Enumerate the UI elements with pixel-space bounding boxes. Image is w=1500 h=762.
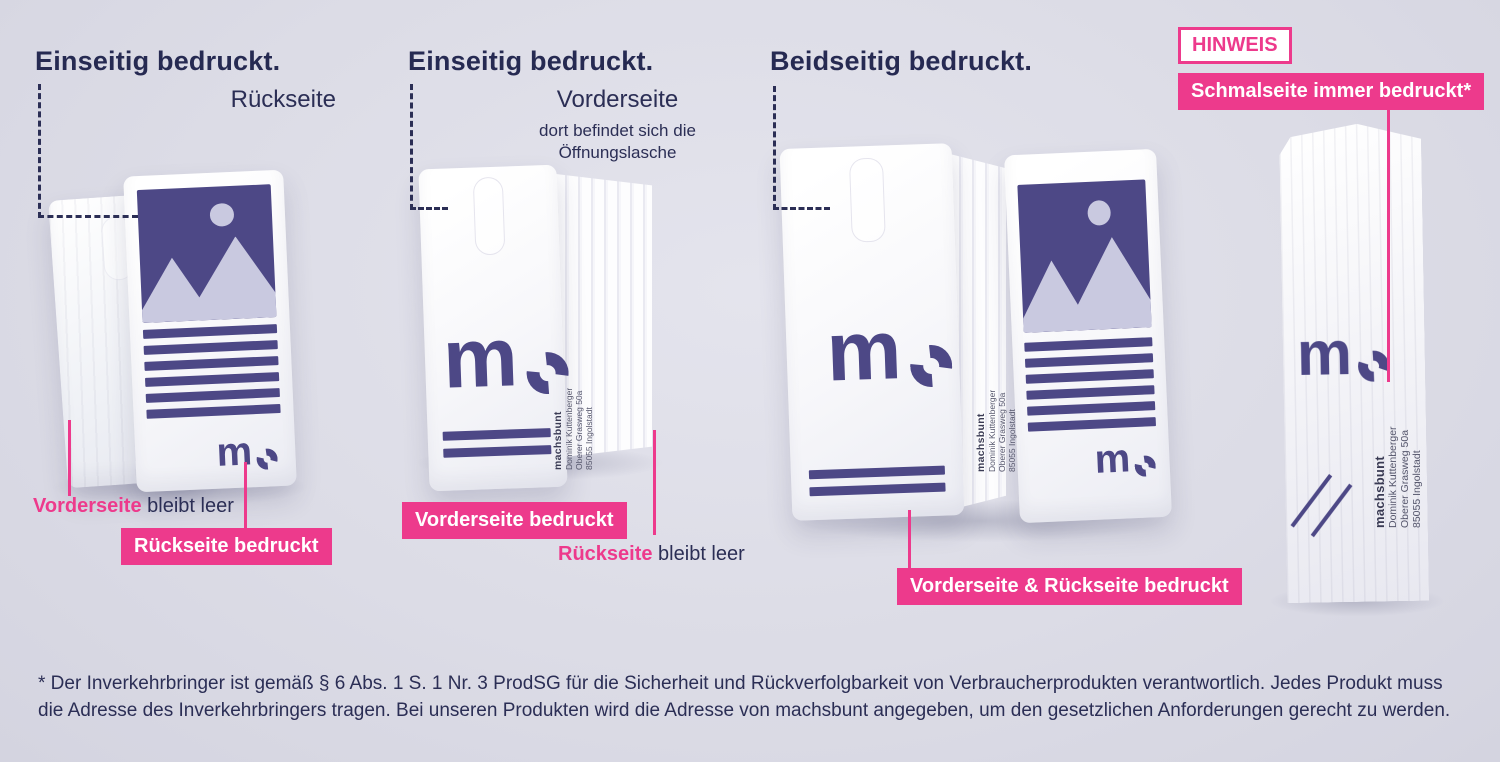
machsbunt-logo: m: [441, 309, 570, 406]
group2-front-badge: Vorderseite bedruckt: [402, 502, 627, 539]
address-line: 85055 Ingolstadt: [1007, 409, 1017, 472]
group1-front-label-rest: bleibt leer: [141, 495, 234, 517]
pack-address: machsbunt Dominik Kuttenberger Oberer Gr…: [1372, 390, 1423, 528]
address-brand: machsbunt: [975, 413, 987, 472]
stripe-bar: [443, 445, 552, 458]
address-brand: machsbunt: [552, 411, 564, 470]
address-line: Dominik Kuttenberger: [1387, 426, 1399, 528]
legal-footnote-line1: * Der Inverkehrbringer ist gemäß § 6 Abs…: [38, 673, 1443, 694]
legal-footnote-line2: die Adresse des Inverkehrbringers tragen…: [38, 700, 1451, 721]
stripe-bar: [808, 465, 946, 480]
group2-back-label-rest: bleibt leer: [652, 543, 745, 565]
pack-address: machsbunt Dominik Kuttenberger Oberer Gr…: [975, 384, 1017, 472]
address-line: Oberer Grasweg 50a: [997, 392, 1007, 472]
text-line-bar: [143, 340, 278, 355]
address-line: Dominik Kuttenberger: [564, 387, 574, 470]
text-line-bar: [144, 356, 279, 371]
logo-ring-icon: [1358, 351, 1390, 383]
text-line-bar: [1024, 337, 1153, 352]
group1-front-pointer-line: [68, 420, 71, 496]
address-line: 85055 Ingolstadt: [584, 407, 594, 470]
text-line-bar: [1024, 353, 1154, 368]
group1-printed-back-pack: m: [123, 169, 297, 493]
group3-badge: Vorderseite & Rückseite bedruckt: [897, 568, 1242, 605]
stripe-bar: [442, 428, 551, 441]
group1-back-pointer-line: [244, 462, 247, 528]
group2-title: Einseitig bedruckt.: [408, 46, 654, 76]
hinweis-box: HINWEIS: [1178, 27, 1292, 64]
print-image-placeholder: [1017, 179, 1152, 333]
group1-subtitle: Rückseite: [230, 86, 336, 113]
legal-footnote: * Der Inverkehrbringer ist gemäß § 6 Abs…: [38, 670, 1476, 724]
print-stripe-lines: [808, 465, 946, 505]
group1-back-badge: Rückseite bedruckt: [121, 528, 332, 565]
group1-title: Einseitig bedruckt.: [35, 46, 281, 76]
group2-note-line2: Öffnungslasche: [558, 143, 677, 162]
pack-address: machsbunt Dominik Kuttenberger Oberer Gr…: [552, 378, 594, 470]
group2-subtitle: Vorderseite: [556, 86, 679, 113]
text-line-bar: [1026, 385, 1155, 400]
group1-front-label-highlight: Vorderseite: [33, 495, 142, 517]
print-text-lines: [1024, 337, 1156, 438]
group2-callout-bracket: [410, 84, 448, 210]
text-line-bar: [1025, 369, 1154, 384]
group2-back-label-highlight: Rückseite: [558, 543, 653, 565]
logo-letter: m: [1296, 319, 1352, 389]
group2-back-pointer-line: [653, 430, 656, 535]
group2-printed-front-pack: m: [418, 164, 570, 492]
address-line: 85055 Ingolstadt: [1411, 450, 1423, 528]
opening-tab: [848, 157, 886, 243]
logo-letter: m: [825, 302, 902, 399]
text-line-bar: [145, 388, 280, 403]
sun-icon: [209, 203, 235, 227]
logo-ring-icon: [1134, 455, 1157, 478]
text-line-bar: [144, 372, 280, 387]
group2-note: dort befindet sich die Öffnungslasche: [505, 120, 730, 164]
mountain-icon: [182, 234, 277, 321]
group3-title: Beidseitig bedruckt.: [770, 46, 1033, 76]
stripe-bar: [809, 482, 946, 497]
group4-pointer-line: [1387, 106, 1390, 382]
print-image-placeholder: [136, 184, 277, 323]
address-brand: machsbunt: [1372, 455, 1387, 528]
group4-badge: Schmalseite immer bedruckt*: [1178, 73, 1485, 110]
group4-narrow-side-pack: m: [1279, 123, 1429, 603]
opening-tab: [472, 176, 506, 256]
print-text-lines: [142, 324, 281, 426]
logo-letter: m: [441, 309, 518, 406]
group1-front-label: Vorderseite bleibt leer: [33, 495, 234, 518]
group3-callout-bracket: [773, 86, 830, 210]
machsbunt-logo: m: [1296, 330, 1351, 379]
address-line: Dominik Kuttenberger: [987, 389, 997, 472]
text-line-bar: [146, 404, 281, 419]
group3-pointer-line: [908, 510, 911, 568]
group2-blank-back-panel: [556, 174, 652, 458]
logo-letter: m: [1093, 436, 1131, 482]
mountain-icon: [1061, 235, 1152, 331]
machsbunt-logo: m: [825, 302, 953, 399]
group2-back-label: Rückseite bleibt leer: [558, 543, 745, 566]
group2-note-line1: dort befindet sich die: [539, 121, 696, 140]
group3-printed-back-pack: m: [1004, 148, 1172, 524]
group2-subtitle-block: Vorderseite dort befindet sich die Öffnu…: [505, 86, 730, 164]
print-stripe-lines: [442, 428, 552, 466]
sun-icon: [1087, 200, 1112, 227]
text-line-bar: [1027, 401, 1156, 416]
text-line-bar: [142, 324, 278, 339]
logo-ring-icon: [256, 448, 279, 471]
machsbunt-logo: m: [1093, 436, 1157, 482]
address-line: Oberer Grasweg 50a: [574, 390, 584, 470]
text-line-bar: [1027, 417, 1156, 432]
group1-callout-bracket: [38, 84, 138, 218]
logo-ring-icon: [909, 343, 953, 388]
address-line: Oberer Grasweg 50a: [1399, 429, 1411, 528]
